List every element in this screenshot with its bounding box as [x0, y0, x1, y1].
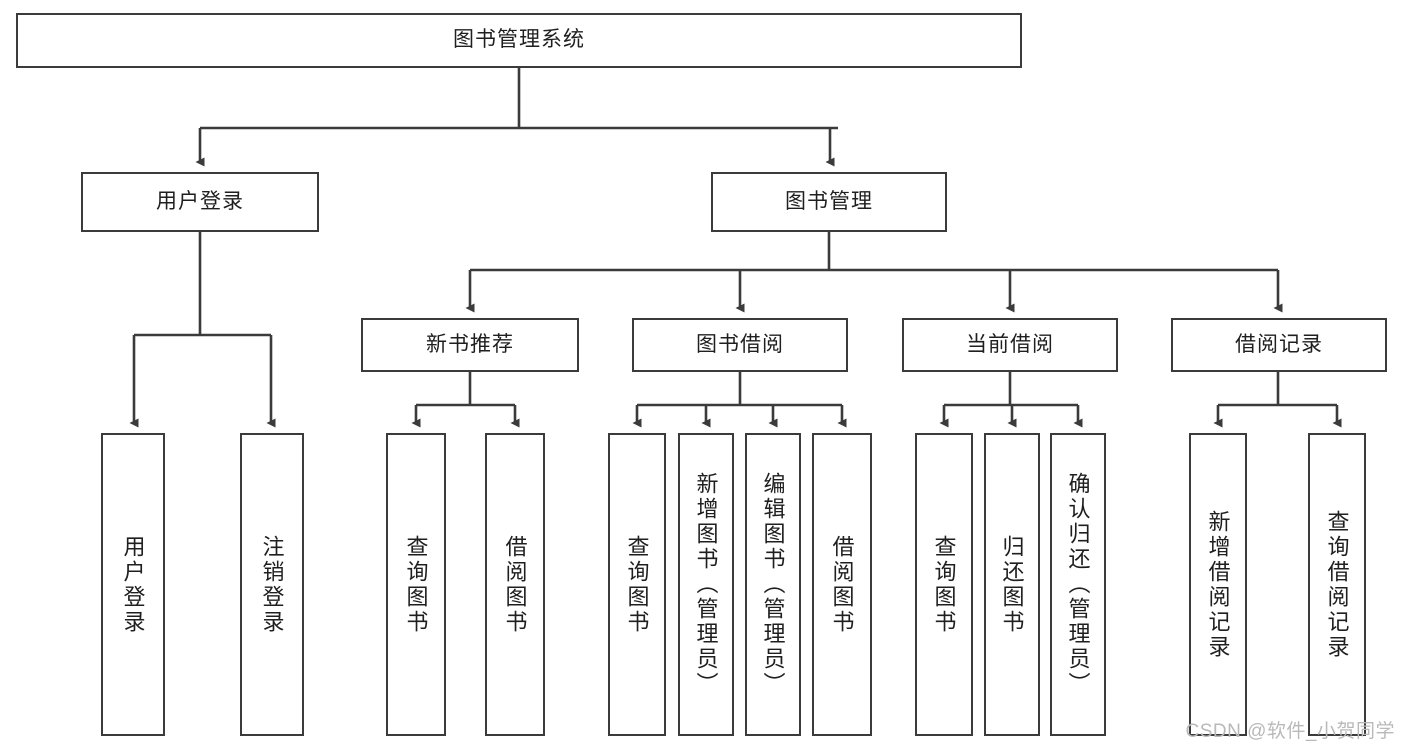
- leaf-node-label: 查询借阅记录: [1324, 509, 1350, 660]
- node-user-login-label: 用户登录: [156, 189, 244, 213]
- leaf-node[interactable]: 新增借阅记录: [1189, 433, 1247, 736]
- watermark: CSDN @软件_小贺同学: [1185, 721, 1395, 742]
- leaf-node[interactable]: 用户登录: [101, 433, 165, 736]
- leaf-node-label: 确认归还（管理员）: [1065, 472, 1091, 697]
- leaf-node[interactable]: 借阅图书: [485, 433, 545, 736]
- leaf-node-label: 查询图书: [624, 534, 650, 635]
- leaf-node[interactable]: 注销登录: [240, 433, 304, 736]
- node-root-label: 图书管理系统: [453, 28, 585, 52]
- node-current-borrow-label: 当前借阅: [966, 332, 1054, 356]
- leaf-node-label: 新增图书（管理员）: [693, 472, 719, 697]
- node-new-book-recommend[interactable]: 新书推荐: [361, 318, 579, 372]
- leaf-node-label: 查询图书: [403, 534, 429, 635]
- leaf-node[interactable]: 查询图书: [915, 433, 973, 736]
- node-current-borrow[interactable]: 当前借阅: [902, 318, 1118, 372]
- leaf-node[interactable]: 新增图书（管理员）: [678, 433, 734, 736]
- node-root[interactable]: 图书管理系统: [16, 13, 1022, 68]
- node-book-management[interactable]: 图书管理: [711, 172, 947, 232]
- node-book-management-label: 图书管理: [785, 189, 873, 213]
- node-borrow-record-label: 借阅记录: [1235, 332, 1323, 356]
- leaf-node-label: 借阅图书: [829, 534, 855, 635]
- node-book-borrow-label: 图书借阅: [696, 332, 784, 356]
- leaf-node[interactable]: 查询借阅记录: [1308, 433, 1366, 736]
- leaf-node[interactable]: 查询图书: [386, 433, 446, 736]
- node-user-login[interactable]: 用户登录: [81, 172, 319, 232]
- node-book-borrow[interactable]: 图书借阅: [632, 318, 848, 372]
- node-new-book-recommend-label: 新书推荐: [426, 332, 514, 356]
- leaf-node[interactable]: 确认归还（管理员）: [1050, 433, 1106, 736]
- leaf-node[interactable]: 借阅图书: [812, 433, 872, 736]
- leaf-node-label: 注销登录: [259, 534, 285, 635]
- leaf-node-label: 编辑图书（管理员）: [760, 472, 786, 697]
- leaf-node[interactable]: 查询图书: [608, 433, 666, 736]
- leaf-node-label: 查询图书: [931, 534, 957, 635]
- leaf-node-label: 用户登录: [120, 534, 146, 635]
- leaf-node-label: 新增借阅记录: [1205, 509, 1231, 660]
- leaf-node[interactable]: 编辑图书（管理员）: [745, 433, 801, 736]
- leaf-node-label: 借阅图书: [502, 534, 528, 635]
- leaf-node-label: 归还图书: [999, 534, 1025, 635]
- node-borrow-record[interactable]: 借阅记录: [1171, 318, 1387, 372]
- leaf-node[interactable]: 归还图书: [984, 433, 1040, 736]
